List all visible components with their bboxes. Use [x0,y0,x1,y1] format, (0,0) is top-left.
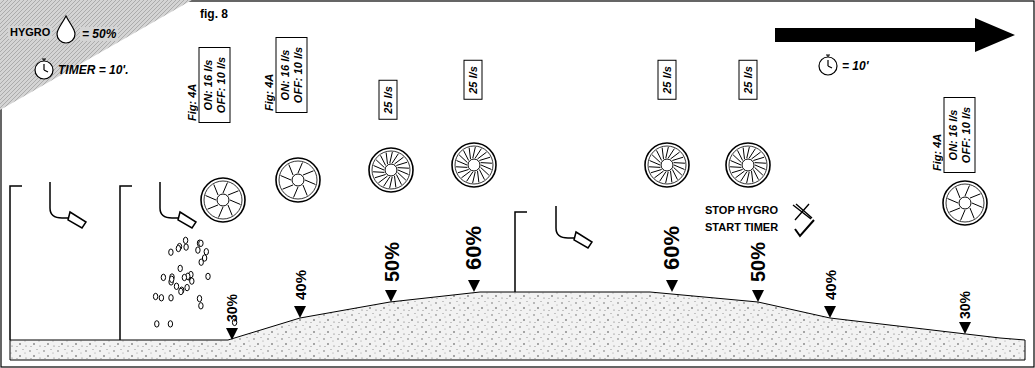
rate-box: 25 l/s [658,60,677,100]
shower-off [10,182,86,340]
timer-icon [819,55,837,75]
rate-box: ON: 16 l/s OFF: 10 l/s [276,37,308,113]
water-drop [161,274,165,280]
fan-symbol [943,181,987,225]
humidity-level: 60% [463,226,485,270]
fans [201,143,987,225]
time-arrow [775,18,1015,52]
flow-rate-box: Fig: 4AON: 16 l/s OFF: 10 l/s [931,97,976,173]
flow-rate: 25 l/s [382,86,394,114]
level-markers [226,280,971,340]
flow-rate-box: Fig: 4AON: 16 l/s OFF: 10 l/s [263,37,308,113]
humidity-level: 30% [225,294,239,322]
rate-box: ON: 16 l/s OFF: 10 l/s [199,47,231,123]
flow-rate: 25 l/s [467,66,479,94]
rate-box: ON: 16 l/s OFF: 10 l/s [944,97,976,173]
humidity-level: 60% [661,226,683,270]
water-drop [196,247,200,253]
water-drop [168,321,172,327]
humidity-icon [57,16,75,43]
humidity-level: 40% [823,270,838,300]
note-text: START TIMER [705,222,778,233]
figure-reference: Fig: 4A [931,97,944,173]
shower-on [120,182,196,340]
water-drop [155,321,159,327]
flow-rate-box: 25 l/s [739,60,758,100]
humidity-level: 30% [958,291,972,319]
water-drop [202,255,206,261]
water-drop [183,237,187,243]
water-drop [174,283,178,289]
water-drop [153,293,157,299]
water-drop [206,273,210,279]
water-drop [169,295,173,301]
shower-off [515,206,592,292]
fan-symbol [452,143,496,187]
flow-rate-box: 25 l/s [379,80,398,120]
fan-symbol [645,143,689,187]
flow-rate: ON: 16 l/s OFF: 10 l/s [202,53,228,117]
humidity-level: 40% [293,270,308,300]
humidity-curve [10,292,1025,360]
rate-box: 25 l/s [379,80,398,120]
flow-rate: 25 l/s [661,66,673,94]
fan-symbol [276,158,320,202]
fan-symbol [726,143,770,187]
water-drop [182,274,186,280]
figure-reference: Fig: 4A [263,37,276,113]
fan-symbol [201,178,245,222]
setting-value: = 50% [80,27,118,41]
water-drop [169,249,173,255]
water-drop [176,245,180,251]
water-drop [184,244,188,250]
humidity-level: 50% [748,242,768,282]
fan-symbol [369,148,413,192]
water-drop [179,288,183,294]
setting-name: HYGRO [8,26,52,39]
status-marks [793,204,814,236]
water-drop [170,276,174,282]
figure-reference: Fig: 4A [186,47,199,123]
water-drop [159,295,163,301]
flow-rate: 25 l/s [742,66,754,94]
settings-corner [0,0,192,110]
flow-rate-box: 25 l/s [464,60,483,100]
water-drop [197,295,201,301]
setting-value: TIMER = 10'. [58,64,129,76]
timer-icon [35,59,53,79]
water-drop [199,240,203,246]
flow-rate: ON: 16 l/s OFF: 10 l/s [947,103,973,167]
rate-box: 25 l/s [464,60,483,100]
water-drop [178,265,182,271]
water-drop [199,303,203,309]
flow-rate-box: Fig: 4AON: 16 l/s OFF: 10 l/s [186,47,231,123]
note-text: = 10' [842,60,869,72]
figure-number: fig. 8 [200,8,228,20]
flow-rate: ON: 16 l/s OFF: 10 l/s [279,43,305,107]
water-drop [185,284,189,290]
note-text: STOP HYGRO [705,205,778,216]
rate-box: 25 l/s [739,60,758,100]
flow-rate-box: 25 l/s [658,60,677,100]
water-drop [204,249,208,255]
humidity-level: 50% [382,242,402,282]
